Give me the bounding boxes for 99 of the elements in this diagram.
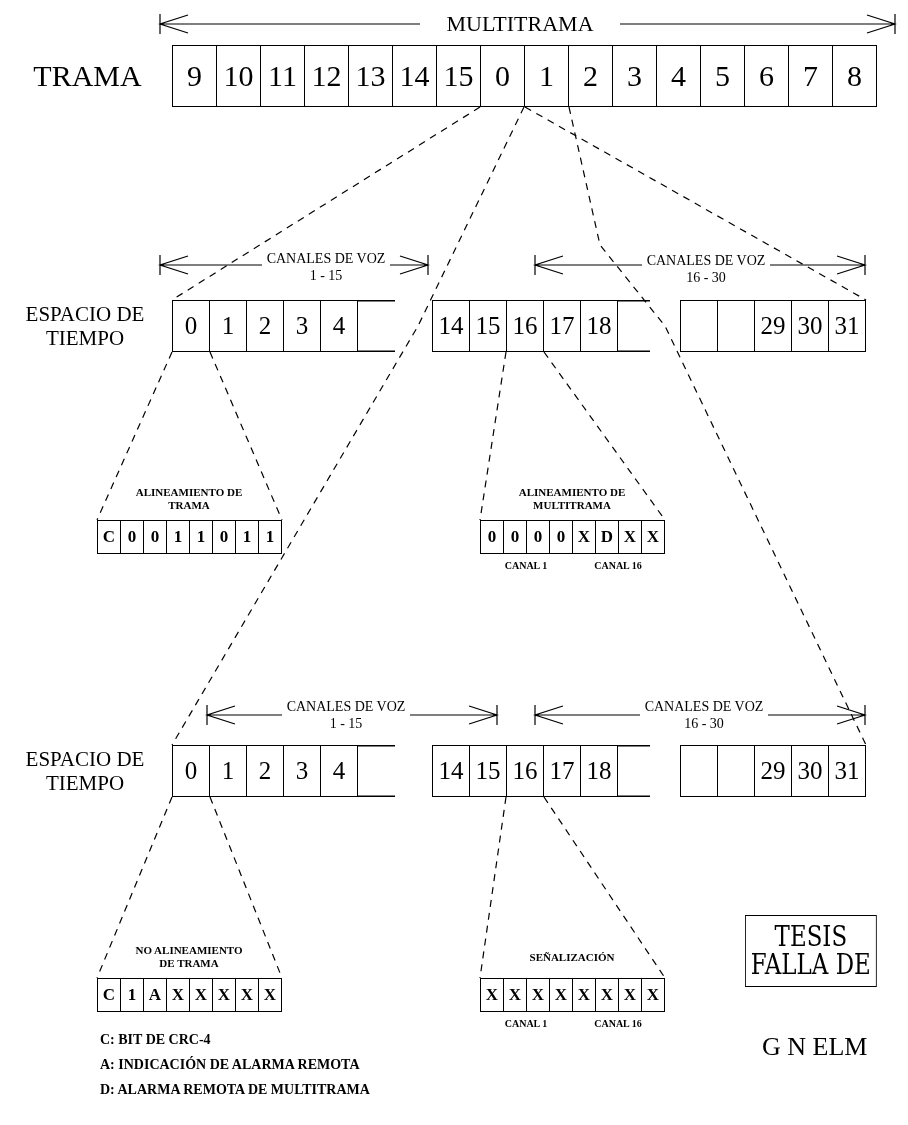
empty-slot-cell [717,300,755,352]
field-heading: NO ALINEAMIENTO DE TRAMA [134,943,244,971]
zoom-line [171,106,525,746]
bit-cell: X [641,520,665,554]
zoom-line [568,106,867,746]
bit-cell: 0 [143,520,167,554]
field-heading: ALINEAMIENTO DE TRAMA [134,485,244,513]
zoom-line [96,351,173,521]
bit-cell: X [572,978,596,1012]
frame-cell: 6 [744,45,789,107]
slot-cell: 31 [828,300,866,352]
row-label: ESPACIO DE TIEMPO [24,745,146,797]
frame-cell: 10 [216,45,261,107]
frame-cell: 15 [436,45,481,107]
slot-cell: 4 [320,745,358,797]
channel-label: CANAL 1 [503,1016,549,1030]
zoom-line [209,351,283,521]
row-label: TRAMA [32,57,143,94]
slot-cell: 30 [791,300,829,352]
frame-cell: 13 [348,45,393,107]
zoom-line [479,796,507,979]
bit-cell: C [97,978,121,1012]
empty-slot-cell [680,745,718,797]
slot-cell: 30 [791,745,829,797]
frame-cell: 5 [700,45,745,107]
bit-cell: X [166,978,190,1012]
bit-cell: X [258,978,282,1012]
frame-cell: 4 [656,45,701,107]
row-label: ESPACIO DE TIEMPO [24,300,146,352]
slot-cell: 0 [172,300,210,352]
slot-cell: 1 [209,300,247,352]
bit-cell: 1 [189,520,213,554]
bit-cell: X [572,520,596,554]
frame-cell: 14 [392,45,437,107]
bit-cell: X [189,978,213,1012]
slot-cell: 3 [283,745,321,797]
slot-cell: 14 [432,745,470,797]
slot-cell: 15 [469,745,507,797]
slot-cell: 16 [506,745,544,797]
empty-slot-cell [717,745,755,797]
bit-cell: 1 [258,520,282,554]
bit-cell: 0 [503,520,527,554]
channel-label: CANAL 16 [593,1016,643,1030]
bit-cell: C [97,520,121,554]
bit-cell: X [641,978,665,1012]
bit-cell: X [235,978,259,1012]
frame-cell: 9 [172,45,217,107]
slot-cell: 2 [246,300,284,352]
field-heading: SEÑALIZACIÓN [528,949,616,965]
bit-cell: X [480,978,504,1012]
slot-cell: 4 [320,300,358,352]
slot-cell: 18 [580,745,618,797]
frame-cell: 1 [524,45,569,107]
bit-cell: 0 [120,520,144,554]
slot-cell: 1 [209,745,247,797]
frame-cell: 12 [304,45,349,107]
slot-cell: 18 [580,300,618,352]
channel-label: CANAL 1 [503,558,549,572]
bit-cell: A [143,978,167,1012]
zoom-line [524,106,867,301]
bit-cell: X [618,978,642,1012]
empty-slot-cell [680,300,718,352]
bit-cell: 0 [549,520,573,554]
slot-cell: 16 [506,300,544,352]
bit-cell: 0 [480,520,504,554]
frame-cell: 2 [568,45,613,107]
frame-cell: 11 [260,45,305,107]
bit-cell: 1 [120,978,144,1012]
bit-cell: X [526,978,550,1012]
slot-cell: 31 [828,745,866,797]
stamp-box: TESIS FALLA DE [745,915,877,987]
frame-cell: 8 [832,45,877,107]
bit-cell: 1 [235,520,259,554]
field-heading: ALINEAMIENTO DE MULTITRAMA [517,485,627,513]
bit-cell: 0 [212,520,236,554]
bit-cell: X [618,520,642,554]
zoom-line [543,796,666,979]
bit-cell: X [549,978,573,1012]
slot-cell: 14 [432,300,470,352]
slot-cell: 17 [543,745,581,797]
bit-cell: 1 [166,520,190,554]
bit-cell: 0 [526,520,550,554]
channel-label: CANAL 16 [593,558,643,572]
slot-cell: 29 [754,300,792,352]
slot-cell: 0 [172,745,210,797]
slot-cell: 3 [283,300,321,352]
bit-cell: X [503,978,527,1012]
bit-cell: X [212,978,236,1012]
slot-cell: 2 [246,745,284,797]
frame-cell: 3 [612,45,657,107]
slot-cell: 17 [543,300,581,352]
bit-cell: X [595,978,619,1012]
bit-cell: D [595,520,619,554]
zoom-line [479,351,507,521]
slot-cell: 15 [469,300,507,352]
frame-cell: 0 [480,45,525,107]
zoom-line [96,796,173,979]
frame-cell: 7 [788,45,833,107]
slot-cell: 29 [754,745,792,797]
